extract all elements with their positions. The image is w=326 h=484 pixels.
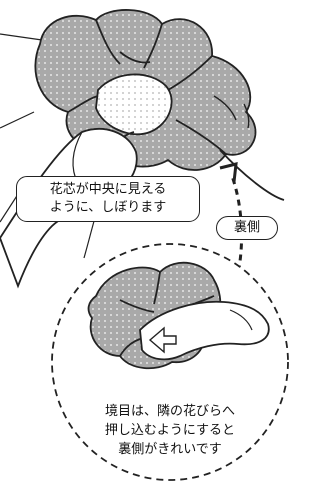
- leader-line: [0, 33, 43, 41]
- circle-note-line-1: 境目は、隣の花びらへ: [104, 404, 235, 419]
- circle-note-line-3: 裏側がきれいです: [118, 442, 222, 457]
- circle-note: 境目は、隣の花びらへ 押し込むようにすると 裏側がきれいです: [74, 402, 266, 459]
- backside-badge: 裏側: [216, 216, 278, 240]
- circle-note-line-2: 押し込むようにすると: [104, 423, 236, 438]
- callout-line-1: 花芯が中央に見える: [49, 182, 167, 197]
- callout-gather-note: 花芯が中央に見える ように、しぼります: [16, 176, 200, 222]
- white-arrow: [148, 326, 177, 354]
- thread: [219, 149, 285, 201]
- leader-line: [0, 111, 35, 129]
- arrow-head: [219, 162, 238, 183]
- thumb: [139, 300, 270, 361]
- callout-line-2: ように、しぼります: [49, 200, 167, 215]
